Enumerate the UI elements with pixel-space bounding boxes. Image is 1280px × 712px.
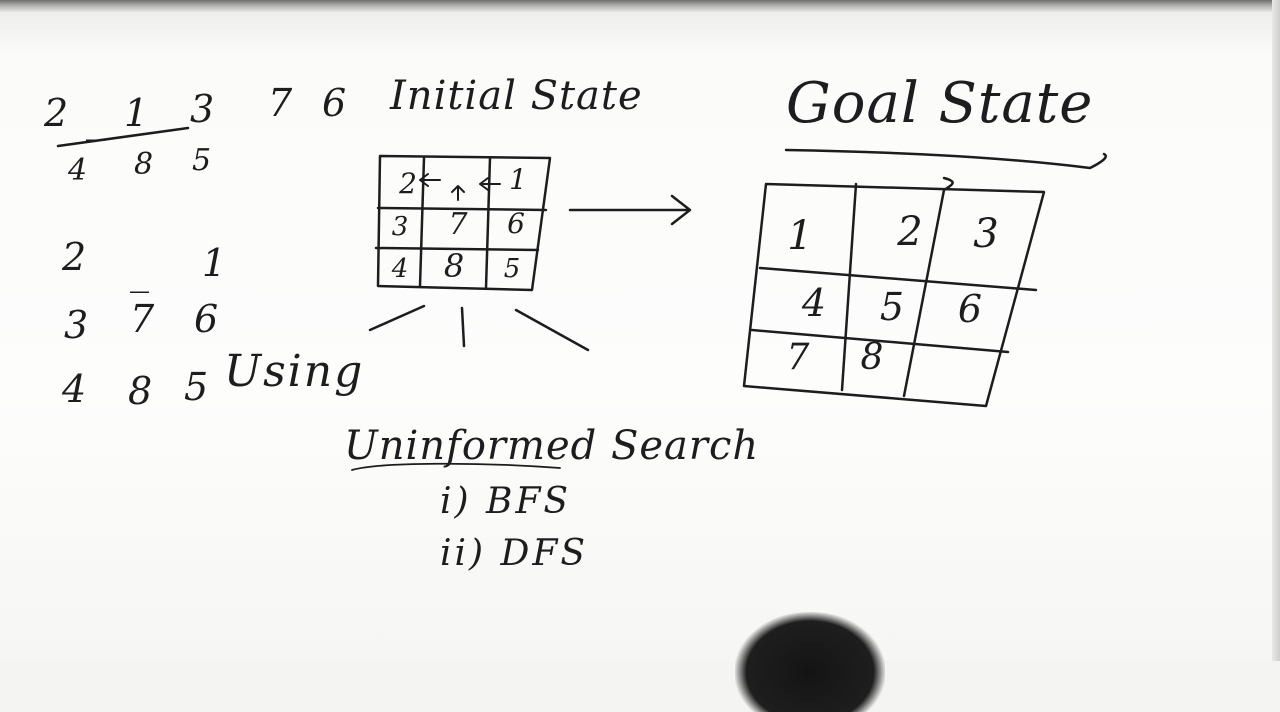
grid-line3-c: 5 bbox=[184, 365, 219, 409]
grid-line3-b: 8 bbox=[128, 369, 163, 413]
goal-cell-0-0: 1 bbox=[787, 213, 813, 259]
grid-line2-a: 3 bbox=[64, 303, 99, 347]
goal-state-title: Goal State bbox=[786, 71, 1094, 136]
note-row1-d: 3 bbox=[190, 87, 225, 131]
left-note-divider bbox=[56, 126, 190, 148]
goal-cell-0-2: 3 bbox=[973, 211, 999, 257]
pen-strokes bbox=[56, 126, 1107, 471]
initial-cell-2-2: 5 bbox=[503, 254, 521, 284]
note-row1-b: _ bbox=[86, 97, 115, 141]
initial-grid-lines bbox=[374, 154, 552, 292]
method-item-dfs: ii) DFS bbox=[440, 533, 589, 574]
grid-line1-a: 2 bbox=[62, 235, 97, 279]
note-row1-c: 1 bbox=[124, 91, 159, 135]
uninformed-search-heading: Uninformed Search bbox=[344, 423, 760, 469]
goal-cell-1-2: 6 bbox=[957, 287, 983, 331]
whiteboard-frame-top bbox=[0, 0, 1280, 12]
goal-title-underline bbox=[784, 148, 1107, 170]
using-text: Using bbox=[224, 346, 365, 397]
initial-cell-1-0: 3 bbox=[391, 212, 409, 242]
goal-cell-0-1: 2 bbox=[897, 209, 923, 255]
note-row2-a: 4 bbox=[68, 153, 88, 188]
note-row1-f: 6 bbox=[322, 81, 357, 125]
grid-line2-c: 6 bbox=[194, 297, 229, 341]
heading-flourish bbox=[351, 462, 561, 471]
grid-line3-a: 4 bbox=[62, 367, 97, 411]
note-row2-b: 8 bbox=[134, 147, 154, 182]
method-item-bfs: i) BFS bbox=[440, 481, 572, 522]
branch-lines bbox=[368, 304, 590, 352]
initial-cell-2-1: 8 bbox=[443, 247, 465, 285]
initial-cell-1-1: 7 bbox=[448, 207, 468, 242]
initial-cell-2-0: 4 bbox=[391, 254, 409, 284]
goal-cell-2-0: 7 bbox=[786, 337, 810, 378]
note-row1-e: 7 bbox=[268, 81, 303, 125]
whiteboard-frame-right bbox=[1272, 0, 1280, 661]
person-head-silhouette bbox=[735, 612, 885, 712]
grid-line1-b: _ bbox=[130, 249, 159, 293]
goal-cell-1-0: 4 bbox=[801, 281, 827, 325]
grid-line2-b: 7 bbox=[130, 297, 165, 341]
goal-grid-lines bbox=[742, 176, 1046, 408]
initial-cell-0-0: 2 bbox=[399, 167, 417, 200]
initial-cell-1-2: 6 bbox=[507, 207, 525, 240]
goal-cell-2-1: 8 bbox=[860, 337, 884, 378]
grid-line1-c: 1 bbox=[202, 241, 237, 285]
note-row1-a: 2 bbox=[44, 91, 79, 135]
initial-grid-move-arrows bbox=[419, 173, 501, 201]
to-goal-arrow bbox=[568, 194, 692, 226]
goal-cell-1-1: 5 bbox=[879, 285, 905, 329]
note-row2-c: 5 bbox=[192, 143, 212, 178]
initial-cell-0-2: 1 bbox=[509, 163, 527, 196]
initial-state-title: Initial State bbox=[390, 73, 643, 119]
